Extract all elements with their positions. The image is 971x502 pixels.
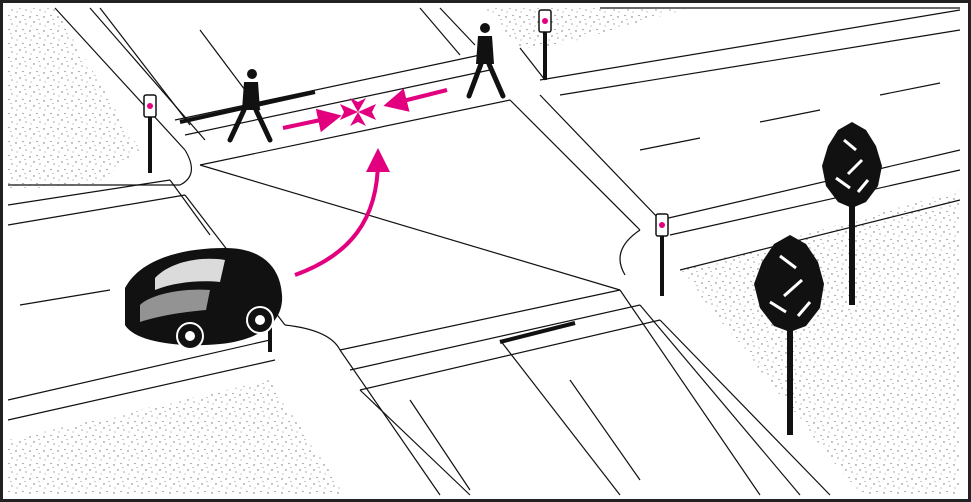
intersection-illustration [0, 0, 971, 502]
